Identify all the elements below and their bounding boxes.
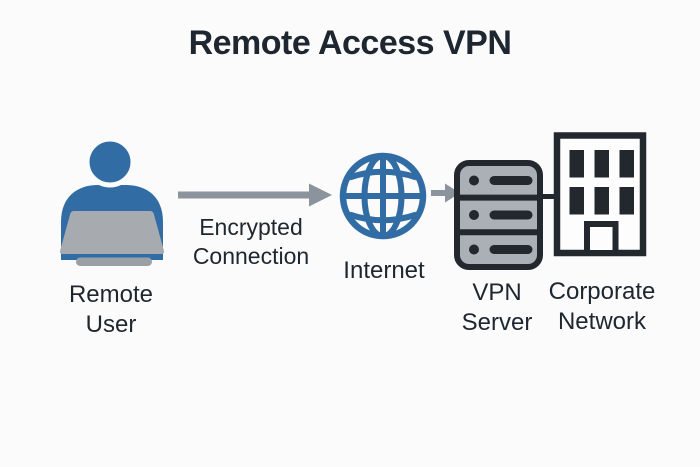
internet-label: Internet [343,257,425,284]
corporate-network-label: Corporate Network [548,278,656,335]
server-rack-icon [454,160,543,270]
remote-user-label: Remote User [68,281,154,338]
encrypted-connection-arrow [178,183,332,207]
internet-to-server-arrow [431,183,460,203]
person-at-laptop-icon [59,136,165,266]
laptop-base [76,257,152,266]
page-title: Remote Access VPN [188,24,512,62]
globe-icon [339,152,427,240]
office-building-icon [553,132,647,257]
laptop-screen [59,211,165,254]
encrypted-connection-label: Encrypted Connection [192,214,310,269]
person-head [84,136,136,188]
vpn-server-label: VPN Server [461,279,533,336]
